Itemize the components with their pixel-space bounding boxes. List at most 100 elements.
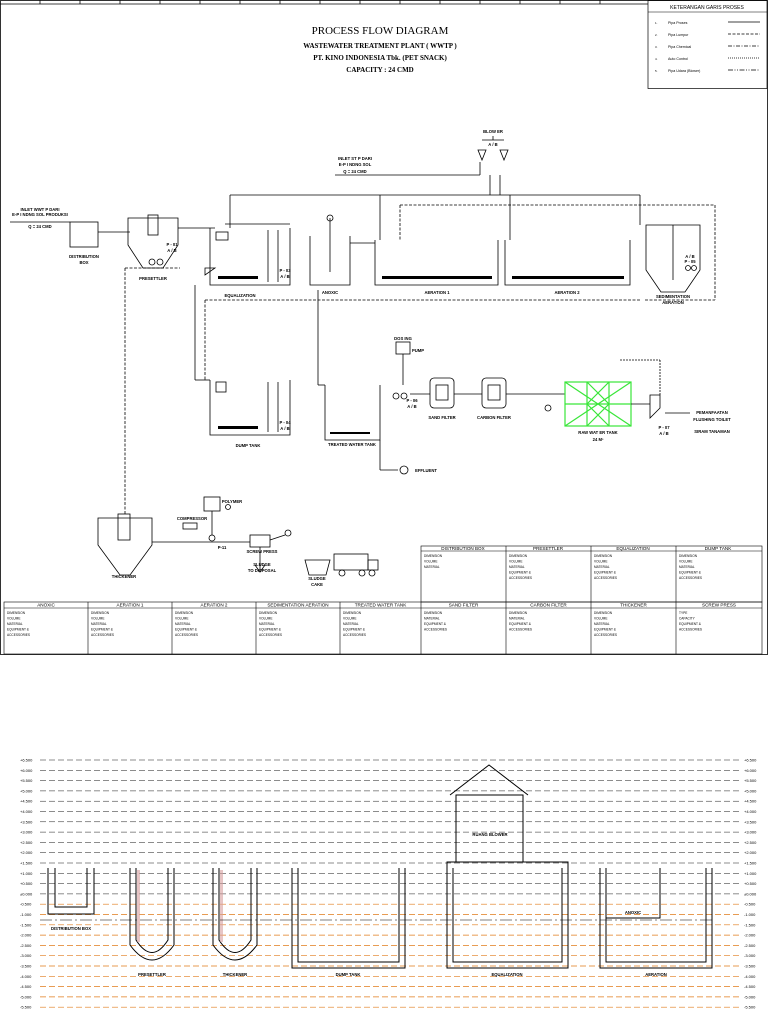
process-flow-sheet: PROCESS FLOW DIAGRAM WASTEWATER TREATMEN… [0, 0, 768, 655]
section-thickener [212, 868, 258, 961]
elevation-label-left: -0.500 [20, 902, 32, 907]
spec-bottom-line: ACCESSORIES [343, 633, 366, 637]
cake-label-2: CAKE [311, 582, 323, 587]
reuse-label-3: SIRAM TANAMAN [694, 429, 730, 434]
section-presettler [129, 868, 175, 961]
spec-bottom-line: EQUIPMENT & [175, 628, 198, 632]
elevation-label-left: +6.500 [20, 758, 33, 763]
svg-text:4.: 4. [655, 57, 658, 61]
p03-label: P - 03 [279, 268, 291, 273]
aeration2-label: AERATION 2 [554, 290, 580, 295]
elevation-label-right: -1.000 [744, 912, 756, 917]
sand-filter [429, 377, 455, 409]
p03-ab-label: A / B [280, 274, 289, 279]
spec-bottom-line: VOLUME [7, 617, 20, 621]
section-label-dump: DUMP TANK [336, 972, 361, 977]
section-label-aeration: AERATION [645, 972, 667, 977]
section-anoxic [606, 868, 661, 919]
spec-bottom-line: MATERIAL [259, 622, 275, 626]
spec-bottom-line: EQUIPMENT & [424, 622, 447, 626]
elevation-label-left: +1.000 [20, 871, 33, 876]
section-label-distribution: DISTRIBUTION BOX [51, 926, 91, 931]
carbon-label: CARBON FILTER [477, 415, 511, 420]
elevation-label-right: +2.000 [744, 850, 757, 855]
title-line-3: CAPACITY : 24 CMD [346, 66, 413, 74]
elevation-label-right: -1.500 [744, 922, 756, 927]
spec-bottom-line: DIMENSION [175, 611, 194, 615]
spec-bottom-line: MATERIAL [91, 622, 107, 626]
elevation-label-right: +3.000 [744, 830, 757, 835]
elevation-label-right: -4.500 [744, 984, 756, 989]
elevation-label-right: +1.000 [744, 871, 757, 876]
spec-top-line: MATERIAL [594, 565, 610, 569]
sludge-label-1: SLUDGE [253, 562, 271, 567]
anoxic-tank [309, 236, 351, 286]
spec-top-line: ACCESSORIES [679, 576, 702, 580]
spec-bottom-line: EQUIPMENT & [7, 628, 30, 632]
title-block: PROCESS FLOW DIAGRAM WASTEWATER TREATMEN… [303, 25, 457, 74]
dosing-pump-label: PUMP [412, 348, 424, 353]
legend-item-sludge: Pipa Lumpur [668, 33, 689, 37]
spec-bottom-line: MATERIAL [343, 622, 359, 626]
spec-bottom-line: VOLUME [91, 617, 104, 621]
spec-bottom-line: DIMENSION [594, 611, 613, 615]
p07-pump [649, 394, 661, 419]
dump-label: DUMP TANK [236, 443, 261, 448]
p07-label: P - 07 [658, 425, 670, 430]
elevation-label-left: -3.000 [20, 953, 32, 958]
spec-top-title: DISTRIBUTION BOX [441, 546, 484, 551]
elevation-label-right: +3.500 [744, 819, 757, 824]
elevation-label-right: -3.000 [744, 953, 756, 958]
sludge-cake-bin [304, 559, 331, 576]
treated-label: TREATED WATER TANK [328, 442, 376, 447]
spec-top-title: PRESETTLER [533, 546, 564, 551]
spec-bottom-line: ACCESSORIES [594, 633, 617, 637]
blower-a [477, 149, 487, 162]
svg-text:2.: 2. [655, 33, 658, 37]
spec-top-line: EQUIPMENT & [594, 571, 617, 575]
elevation-label-right: +4.500 [744, 799, 757, 804]
section-distribution-box [47, 868, 95, 915]
spec-bottom-line: DIMENSION [7, 611, 26, 615]
distribution-box [69, 221, 99, 248]
dosing-label: DOS ING [394, 336, 412, 341]
legend: KETERANGAN GARIS PROSES Pipa Proses Pipa… [647, 0, 768, 89]
spec-top-line: DIMENSION [424, 554, 443, 558]
elevation-label-left: -4.500 [20, 984, 32, 989]
spec-top-line: VOLUME [509, 560, 522, 564]
spec-bottom-line: ACCESSORIES [259, 633, 282, 637]
elevation-label-right: -3.500 [744, 964, 756, 969]
elevation-label-left: +4.500 [20, 799, 33, 804]
reuse-label-2: FLUSHING TOILET [693, 417, 731, 422]
elevation-label-right: -0.500 [744, 902, 756, 907]
elevation-label-left: +2.500 [20, 840, 33, 845]
spec-top-line: MATERIAL [424, 565, 440, 569]
blower-ab-label: A / B [488, 142, 497, 147]
section-label-anoxic: ANOXIC [625, 910, 641, 915]
spec-bottom-title: CARBON FILTER [530, 603, 567, 608]
spec-top-line: DIMENSION [679, 554, 698, 558]
spec-bottom-line: ACCESSORIES [424, 628, 447, 632]
blower-label: BLOW ER [483, 129, 503, 134]
svg-text:5.: 5. [655, 69, 658, 73]
elevation-label-left: +1.500 [20, 861, 33, 866]
p05-label: P - 05 [684, 259, 696, 264]
elevation-labels-left: +6.500+6.000+5.500+5.000+4.500+4.000+3.5… [20, 758, 33, 1010]
spec-top-line: VOLUME [594, 560, 607, 564]
section-label-equalization: EQUALIZATION [491, 972, 522, 977]
inlet-b-label-2: E-P I NDNG SOL [339, 162, 372, 167]
sludge-truck [333, 553, 369, 571]
legend-item-process: Pipa Proses [668, 21, 688, 25]
spec-top-line: ACCESSORIES [509, 576, 532, 580]
spec-bottom-line: EQUIPMENT & [509, 622, 532, 626]
sedimentation-tank [645, 224, 701, 293]
elevation-label-right: ±0.000 [744, 891, 757, 896]
spec-bottom-title: THICKENER [620, 603, 647, 608]
spec-bottom-line: ACCESSORIES [91, 633, 114, 637]
spec-bottom-line: MATERIAL [7, 622, 23, 626]
elevation-label-left: +0.500 [20, 881, 33, 886]
equalization-screen [215, 231, 229, 241]
elevation-label-left: ±0.000 [20, 891, 33, 896]
compressor-label: COMPRESSOR [177, 516, 207, 521]
p05-ab-label: A / B [685, 254, 694, 259]
